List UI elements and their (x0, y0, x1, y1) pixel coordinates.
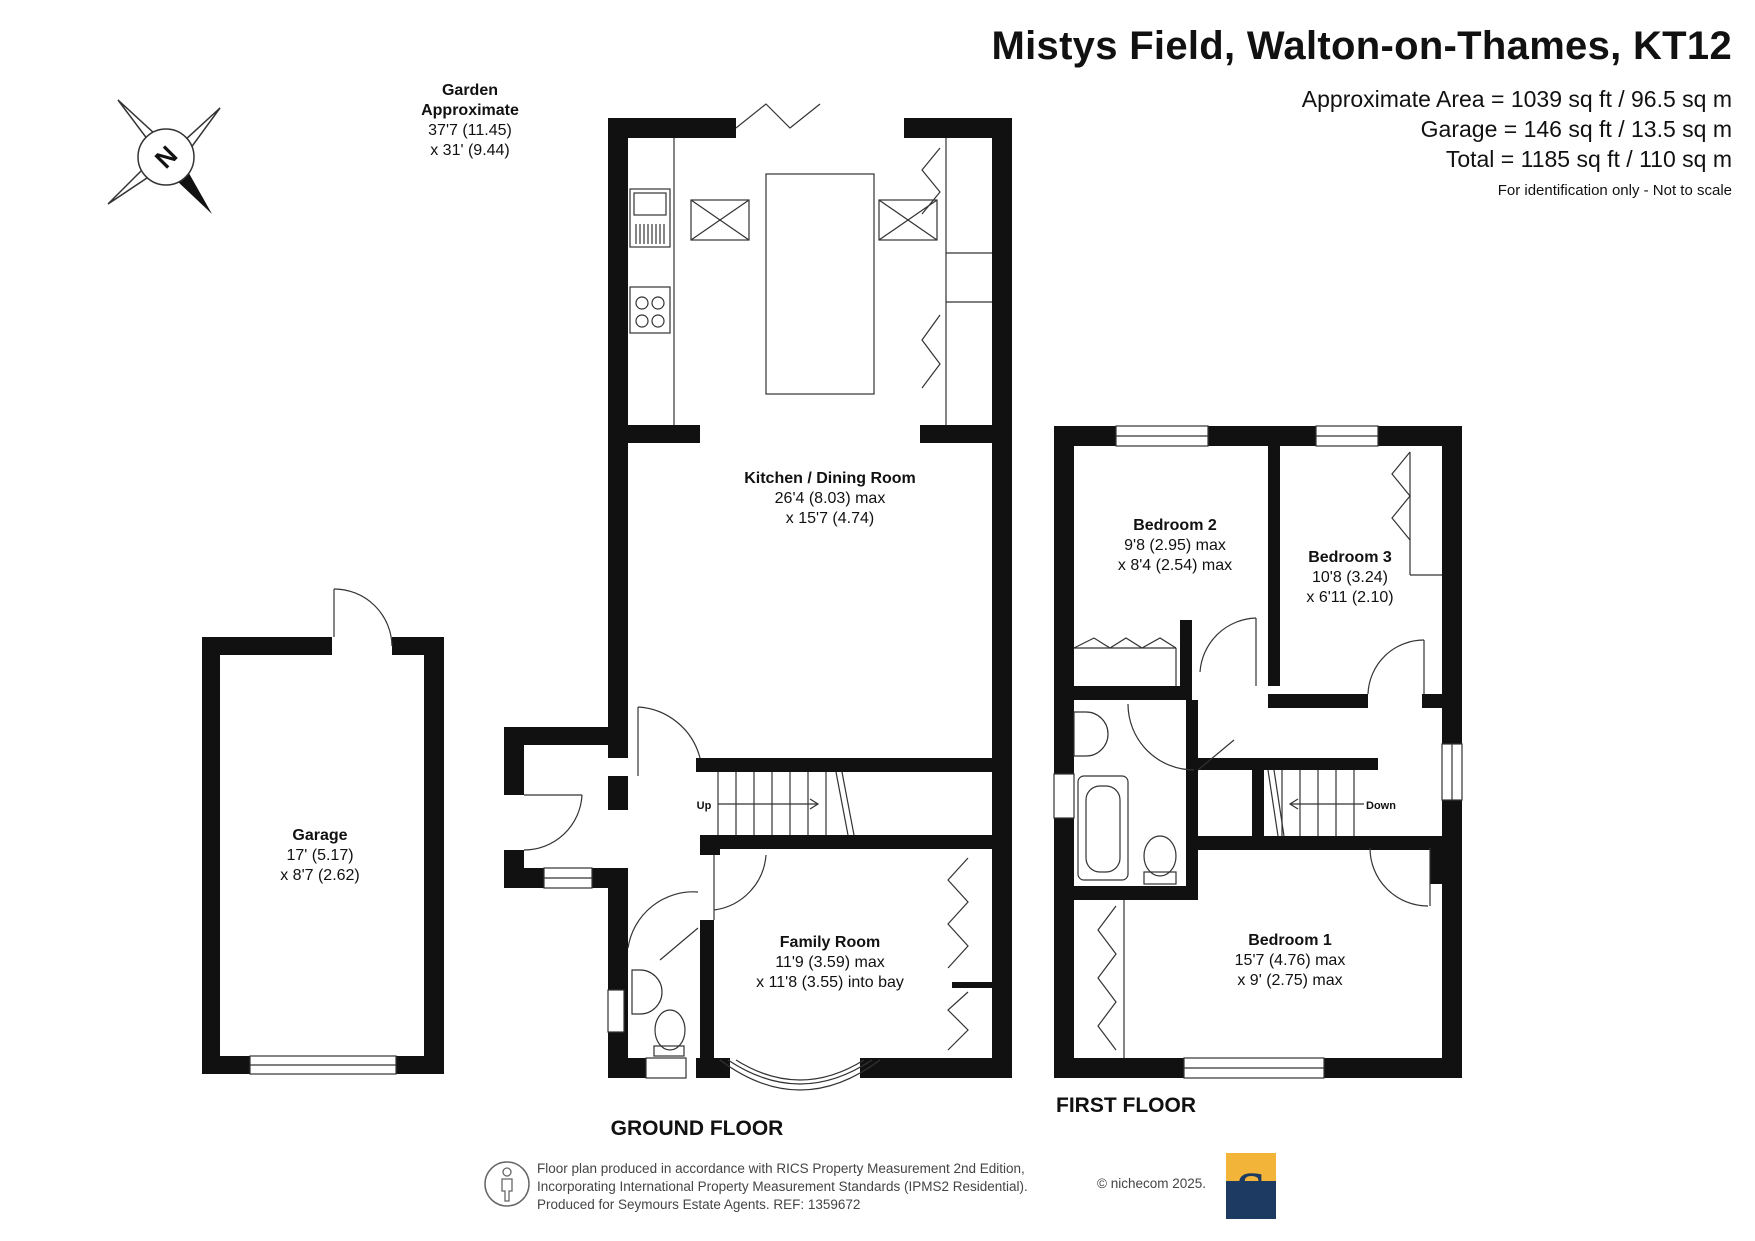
kitchen-dim-2: x 15'7 (4.74) (786, 510, 874, 527)
footer-line-2: Incorporating International Property Mea… (537, 1179, 1028, 1194)
family-room-dim-1: 11'9 (3.59) max (775, 954, 884, 971)
bedroom3-name: Bedroom 3 (1308, 549, 1392, 566)
first-floor-label: FIRST FLOOR (1056, 1094, 1196, 1117)
garage-side-door (333, 588, 393, 647)
bedroom2-name: Bedroom 2 (1133, 517, 1217, 534)
copyright: © nichecom 2025. (1097, 1176, 1207, 1191)
first-floor-details (1053, 425, 1463, 1079)
garden-dim-1: 37'7 (11.45) (428, 122, 512, 139)
garden-dim-2: x 31' (9.44) (430, 142, 510, 159)
scale-note: For identification only - Not to scale (1497, 182, 1732, 199)
logo-top-band (1226, 1153, 1276, 1181)
garage-name: Garage (292, 827, 347, 844)
hall-details (523, 706, 969, 1091)
bedroom1-name: Bedroom 1 (1248, 932, 1332, 949)
ground-floor-label: GROUND FLOOR (611, 1117, 784, 1140)
ground-floor-walls (504, 118, 1012, 1078)
person-icon (484, 1161, 530, 1207)
garage-walls (202, 637, 444, 1074)
footer-line-1: Floor plan produced in accordance with R… (537, 1161, 1025, 1176)
garden-name-2: Approximate (421, 102, 519, 119)
kitchen-dim-1: 26'4 (8.03) max (775, 490, 886, 507)
stairs-up-label: Up (697, 800, 712, 812)
bedroom3-dim-2: x 6'11 (2.10) (1306, 589, 1393, 606)
bedroom2-dim-1: 9'8 (2.95) max (1124, 537, 1226, 554)
page-title: Mistys Field, Walton-on-Thames, KT12 (991, 24, 1732, 68)
footer-line-3: Produced for Seymours Estate Agents. REF… (537, 1197, 861, 1212)
footer-text: Floor plan produced in accordance with R… (537, 1160, 1097, 1214)
logo-letter: S (1235, 1161, 1267, 1221)
bedroom3-dim-1: 10'8 (3.24) (1312, 569, 1388, 586)
bedroom1-dim-2: x 9' (2.75) max (1237, 972, 1342, 989)
bedroom2-dim-2: x 8'4 (2.54) max (1118, 557, 1232, 574)
garage-dim-2: x 8'7 (2.62) (280, 867, 360, 884)
family-room-dim-2: x 11'8 (3.55) into bay (756, 974, 904, 991)
compass-icon: N (107, 99, 221, 214)
kitchen-name: Kitchen / Dining Room (744, 470, 916, 487)
garden-name: Garden (442, 82, 498, 99)
garden-label: Garden Approximate 37'7 (11.45) x 31' (9… (421, 82, 519, 159)
garage-area: Garage = 146 sq ft / 13.5 sq m (1420, 116, 1732, 142)
kitchen-fittings (629, 103, 992, 425)
approximate-area: Approximate Area = 1039 sq ft / 96.5 sq … (1301, 86, 1732, 112)
stairs-down-label: Down (1366, 800, 1396, 812)
agent-logo: S (1226, 1153, 1276, 1219)
family-room-name: Family Room (780, 934, 880, 951)
total-area: Total = 1185 sq ft / 110 sq m (1445, 146, 1732, 172)
garage-dim-1: 17' (5.17) (286, 847, 353, 864)
garage-door (249, 1055, 397, 1075)
bedroom1-dim-1: 15'7 (4.76) max (1235, 952, 1346, 969)
